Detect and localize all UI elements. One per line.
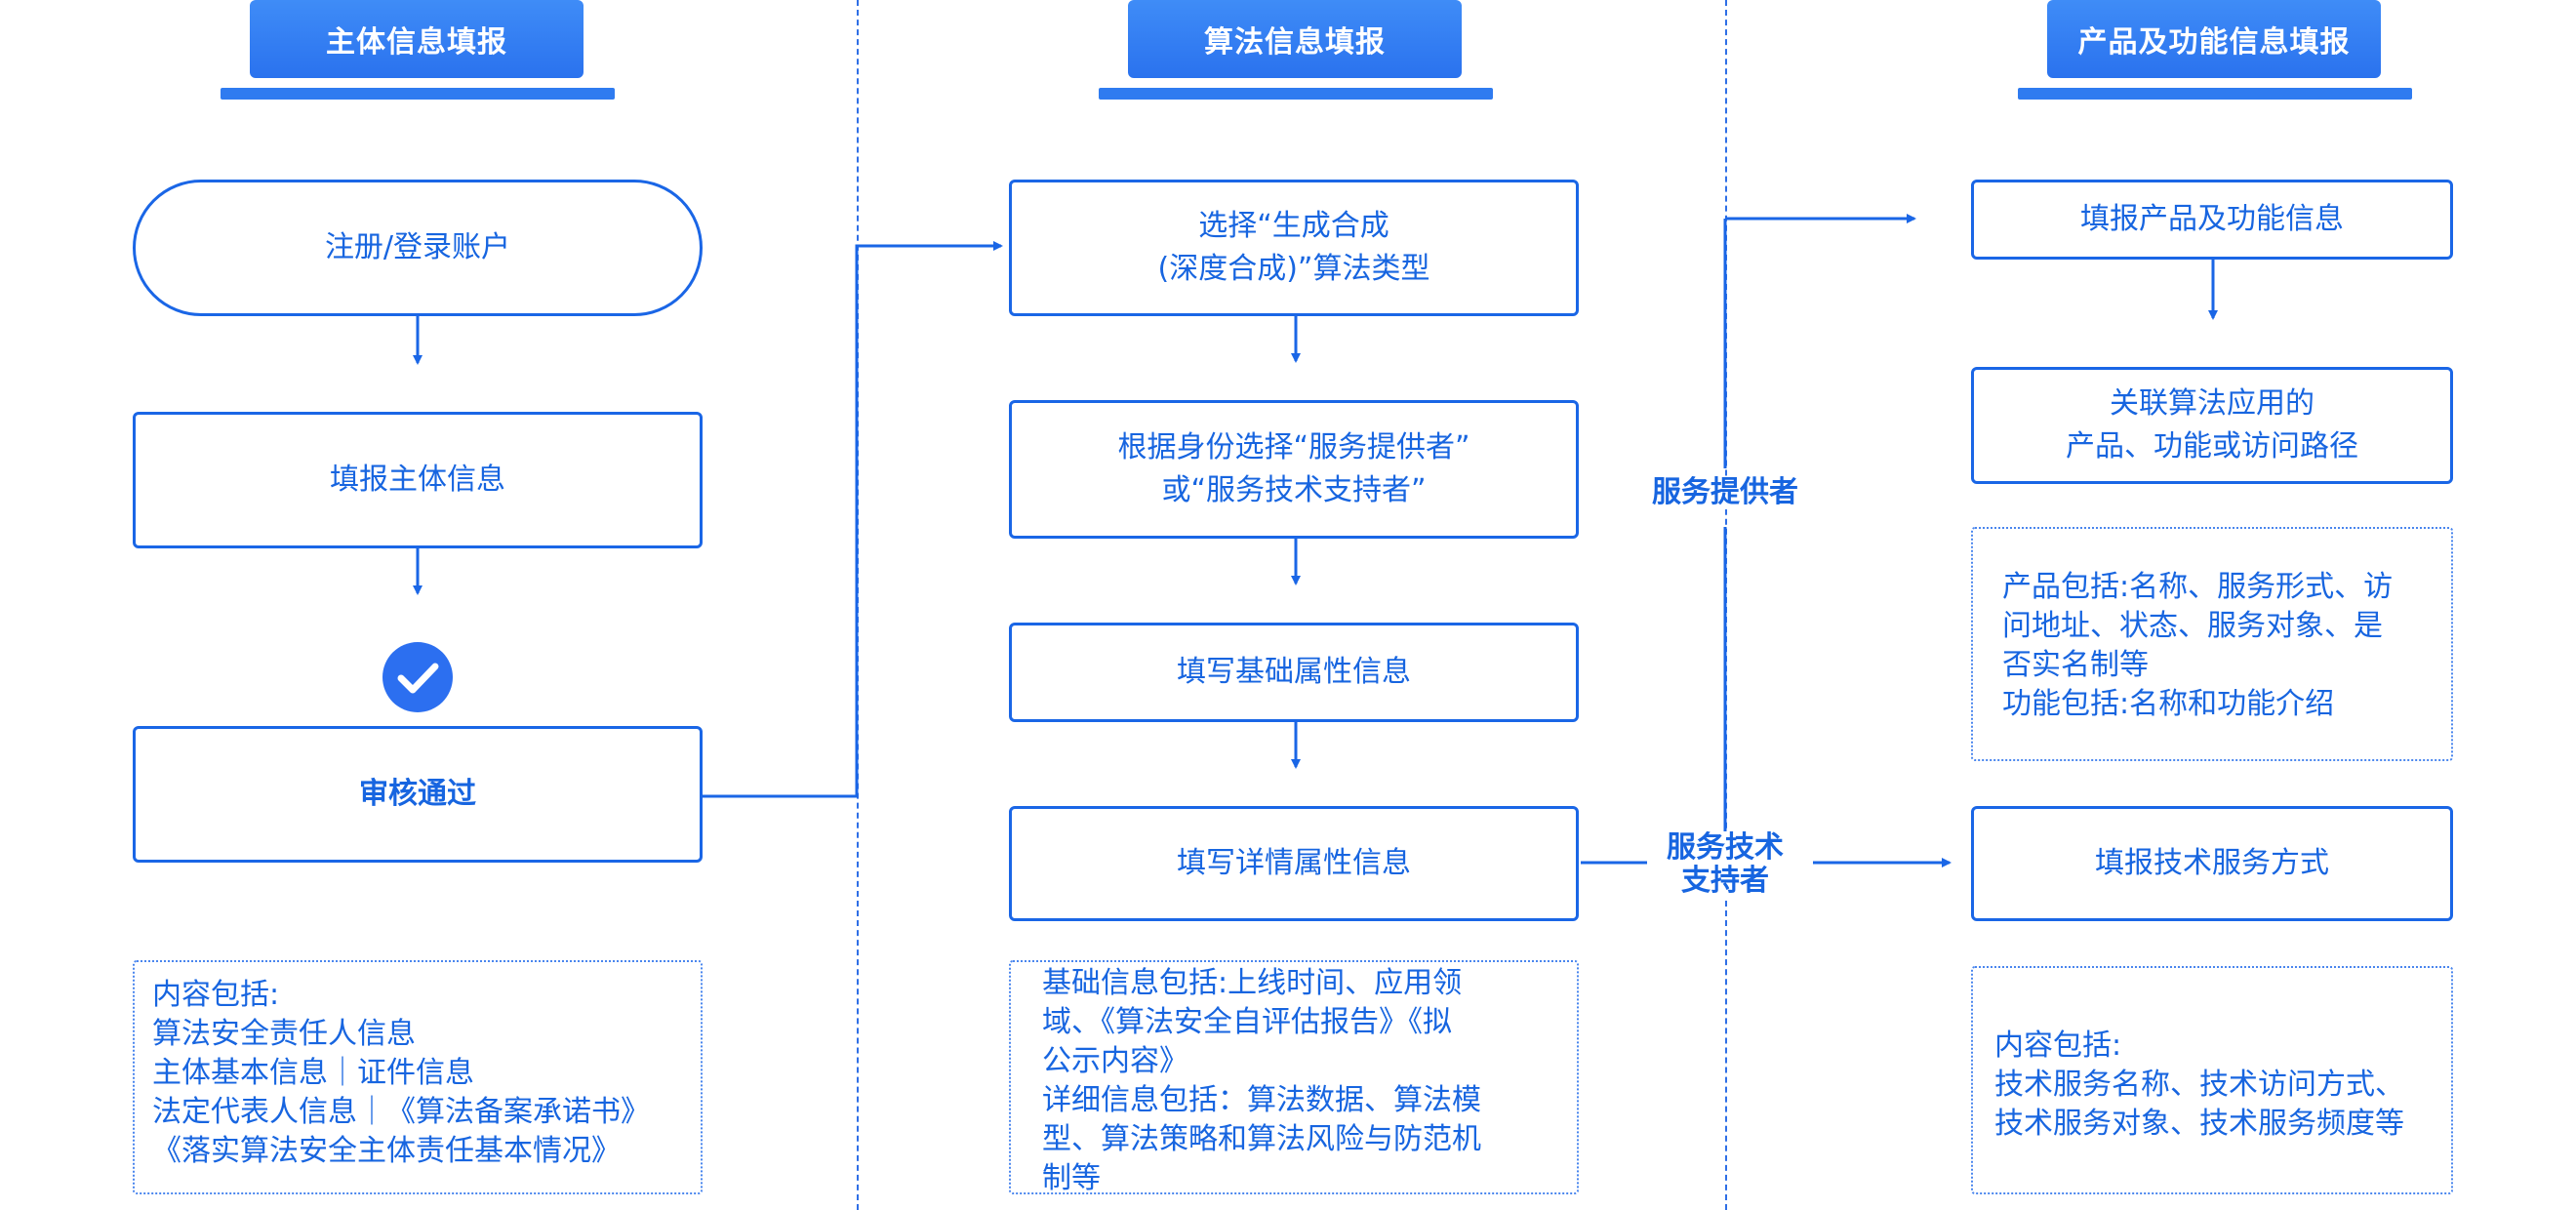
product-function-note: 产品包括:名称、服务形式、访 问地址、状态、服务对象、是 否实名制等 功能包括:…: [1971, 527, 2453, 761]
header-col1: 主体信息填报: [250, 0, 584, 78]
fill-basic-attributes-box: 填写基础属性信息: [1009, 623, 1579, 722]
algorithm-content-note: 基础信息包括:上线时间、应用领 域、《算法安全自评估报告》《拟 公示内容》 详细…: [1009, 960, 1579, 1195]
header-col3: 产品及功能信息填报: [2047, 0, 2381, 78]
header-base-col2: [1099, 88, 1493, 100]
branch-label-provider: 服务提供者: [1643, 476, 1807, 509]
fill-tech-service-box: 填报技术服务方式: [1971, 806, 2453, 921]
header-col2: 算法信息填报: [1128, 0, 1462, 78]
select-role-box: 根据身份选择“服务提供者” 或“服务技术支持者”: [1009, 400, 1579, 539]
arrow-approved-to-select-type: [703, 241, 1003, 798]
fill-subject-info-box: 填报主体信息: [133, 412, 703, 548]
fill-product-function-box: 填报产品及功能信息: [1971, 180, 2453, 260]
fill-detail-attributes-box: 填写详情属性信息: [1009, 806, 1579, 921]
link-app-paths-box: 关联算法应用的 产品、功能或访问路径: [1971, 367, 2453, 484]
subject-content-note: 内容包括: 算法安全责任人信息 主体基本信息｜证件信息 法定代表人信息｜《算法备…: [133, 960, 703, 1194]
check-circle-icon: [382, 642, 453, 712]
register-login-box: 注册/登录账户: [133, 180, 703, 316]
approved-box: 审核通过: [133, 726, 703, 863]
tech-service-note: 内容包括: 技术服务名称、技术访问方式、 技术服务对象、技术服务频度等: [1971, 966, 2453, 1194]
select-algorithm-type-box: 选择“生成合成 (深度合成)”算法类型: [1009, 180, 1579, 316]
branch-label-tech-supporter: 服务技术 支持者: [1647, 831, 1803, 898]
header-base-col1: [221, 88, 615, 100]
header-base-col3: [2018, 88, 2412, 100]
